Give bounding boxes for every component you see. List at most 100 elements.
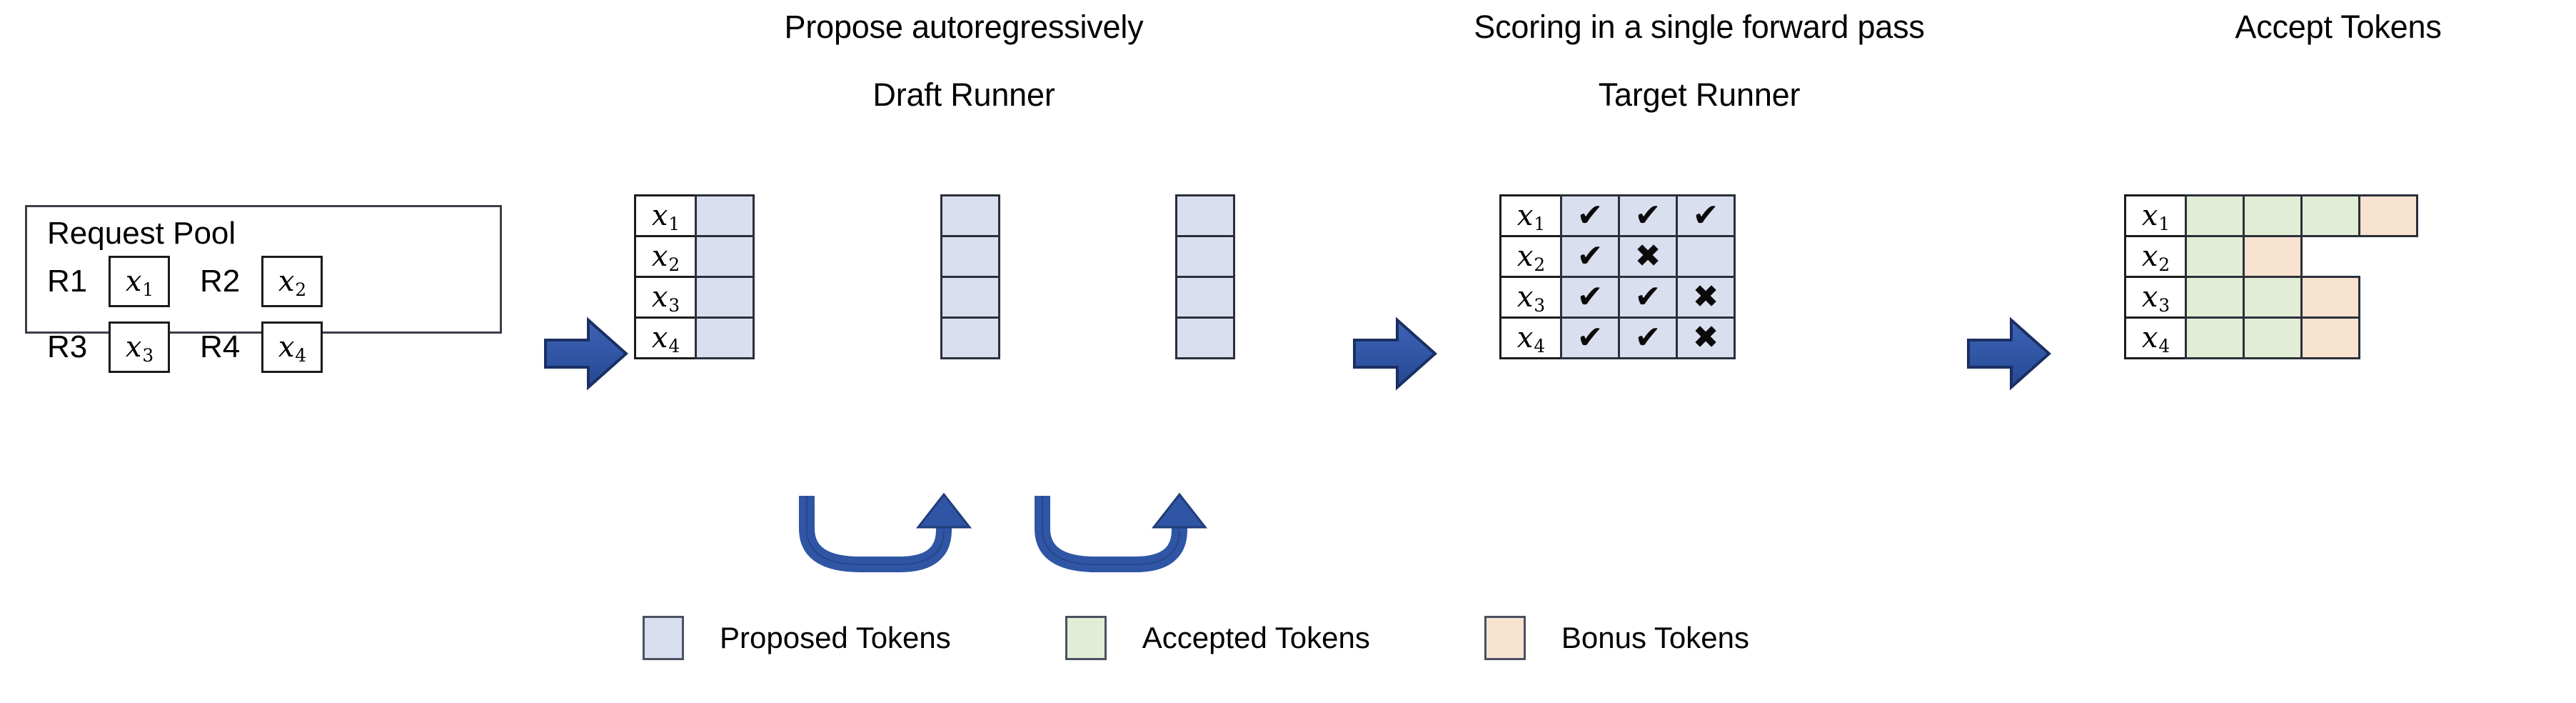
draft-cell-x1-s2[interactable] — [940, 194, 1000, 237]
target-cell-x4-c1[interactable]: ✔ — [1560, 316, 1620, 359]
check-icon: ✔ — [1634, 279, 1661, 315]
target-cell-x3-c1[interactable]: ✔ — [1560, 276, 1620, 319]
accept-cell-x2-c4-empty — [2358, 235, 2418, 278]
draft-runner-step-2 — [940, 194, 1000, 359]
request-token-box-r3: x3 — [109, 321, 170, 373]
token-label-r1: x1 — [125, 265, 154, 300]
target-runner-grid: x1 ✔ ✔ ✔ x2 ✔ ✖ x — [1499, 194, 1736, 359]
accept-cell-x2-c1[interactable] — [2185, 235, 2245, 278]
request-token-box-r4: x4 — [261, 321, 323, 373]
request-entry-r2[interactable]: R2 x2 — [200, 256, 323, 307]
draft-row-x4: x4 — [634, 316, 755, 359]
target-cell-x1-c2[interactable]: ✔ — [1618, 194, 1678, 237]
draft-cell-x3-s1[interactable] — [695, 276, 755, 319]
target-row-label-x2: x2 — [1499, 235, 1562, 278]
draft-row-x2: x2 — [634, 235, 755, 278]
target-row-x3: x3 ✔ ✔ ✖ — [1499, 276, 1736, 319]
request-pool-title: Request Pool — [47, 216, 236, 251]
check-icon: ✔ — [1576, 238, 1604, 274]
target-cell-x1-c3[interactable]: ✔ — [1676, 194, 1736, 237]
draft-cell-x4-s1[interactable] — [695, 316, 755, 359]
accept-cell-x1-c1[interactable] — [2185, 194, 2245, 237]
flow-arrow-draft-to-target — [1353, 314, 1438, 393]
draft-cell-x3-s3[interactable] — [1175, 276, 1235, 319]
accept-cell-x1-c4-bonus[interactable] — [2358, 194, 2418, 237]
target-row-label-x1: x1 — [1499, 194, 1562, 237]
legend-item-accepted-tokens: Accepted Tokens — [1065, 616, 1484, 660]
draft-runner-step-3 — [1175, 194, 1235, 359]
accept-tokens-grid: x1 x2 x3 x4 — [2124, 194, 2418, 359]
check-icon: ✔ — [1576, 319, 1604, 356]
flow-arrow-pool-to-draft — [544, 314, 629, 393]
accept-cell-x3-c1[interactable] — [2185, 276, 2245, 319]
accept-row-x4: x4 — [2124, 316, 2418, 359]
target-row-x4: x4 ✔ ✔ ✖ — [1499, 316, 1736, 359]
draft-cell-x4-s2[interactable] — [940, 316, 1000, 359]
accept-cell-x4-c2[interactable] — [2243, 316, 2303, 359]
accept-row-label-x1: x1 — [2124, 194, 2187, 237]
heading-draft-runner: Draft Runner — [872, 76, 1055, 113]
target-cell-x2-c3[interactable] — [1676, 235, 1736, 278]
target-cell-x4-c2[interactable]: ✔ — [1618, 316, 1678, 359]
target-row-label-x3: x3 — [1499, 276, 1562, 319]
legend: Proposed Tokens Accepted Tokens Bonus To… — [643, 616, 1749, 660]
request-entry-r3[interactable]: R3 x3 — [47, 321, 170, 373]
legend-item-proposed-tokens: Proposed Tokens — [643, 616, 1065, 660]
target-row-x1: x1 ✔ ✔ ✔ — [1499, 194, 1736, 237]
heading-scoring-single-forward-pass: Scoring in a single forward pass — [1474, 9, 1925, 45]
accept-cell-x4-c4-empty — [2358, 316, 2418, 359]
heading-propose-autoregressively: Propose autoregressively — [784, 9, 1144, 45]
draft-cell-x3-s2[interactable] — [940, 276, 1000, 319]
request-id-r2: R2 — [200, 264, 241, 299]
token-label-r2: x2 — [278, 265, 307, 300]
accept-cell-x4-c3-bonus[interactable] — [2300, 316, 2360, 359]
draft-cell-x2-s2[interactable] — [940, 235, 1000, 278]
request-entry-r1[interactable]: R1 x1 — [47, 256, 170, 307]
draft-cell-x2-s1[interactable] — [695, 235, 755, 278]
accept-row-x3: x3 — [2124, 276, 2418, 319]
request-id-r4: R4 — [200, 329, 241, 364]
draft-row-x3: x3 — [634, 276, 755, 319]
accept-row-x1: x1 — [2124, 194, 2418, 237]
request-entry-r4[interactable]: R4 x4 — [200, 321, 323, 373]
draft-cell-x4-s3[interactable] — [1175, 316, 1235, 359]
target-cell-x3-c2[interactable]: ✔ — [1618, 276, 1678, 319]
legend-label-bonus: Bonus Tokens — [1561, 621, 1749, 654]
accept-cell-x1-c3[interactable] — [2300, 194, 2360, 237]
cross-icon: ✖ — [1634, 238, 1661, 274]
request-id-r3: R3 — [47, 329, 88, 364]
flow-arrow-target-to-accept — [1967, 314, 2052, 393]
accept-cell-x4-c1[interactable] — [2185, 316, 2245, 359]
accept-cell-x2-c2-bonus[interactable] — [2243, 235, 2303, 278]
accept-row-label-x2: x2 — [2124, 235, 2187, 278]
request-pool-panel: Request Pool R1 x1 R2 x2 R3 x3 — [25, 205, 502, 373]
draft-row-label-x1: x1 — [634, 194, 697, 237]
target-cell-x2-c1[interactable]: ✔ — [1560, 235, 1620, 278]
legend-swatch-proposed — [643, 616, 684, 660]
draft-row-x1: x1 — [634, 194, 755, 237]
target-cell-x2-c2[interactable]: ✖ — [1618, 235, 1678, 278]
cross-icon: ✖ — [1692, 319, 1719, 356]
request-token-box-r1: x1 — [109, 256, 170, 307]
check-icon: ✔ — [1692, 197, 1719, 234]
token-label-r4: x4 — [278, 331, 307, 366]
accept-cell-x1-c2[interactable] — [2243, 194, 2303, 237]
accept-cell-x3-c3-bonus[interactable] — [2300, 276, 2360, 319]
target-cell-x4-c3[interactable]: ✖ — [1676, 316, 1736, 359]
check-icon: ✔ — [1634, 319, 1661, 356]
target-cell-x1-c1[interactable]: ✔ — [1560, 194, 1620, 237]
accept-cell-x3-c2[interactable] — [2243, 276, 2303, 319]
legend-label-proposed: Proposed Tokens — [720, 621, 951, 654]
accept-cell-x3-c4-empty — [2358, 276, 2418, 319]
accept-row-label-x3: x3 — [2124, 276, 2187, 319]
draft-cell-x1-s1[interactable] — [695, 194, 755, 237]
loop-arrow-step2-to-step3 — [1021, 492, 1235, 586]
draft-cell-x2-s3[interactable] — [1175, 235, 1235, 278]
heading-target-runner: Target Runner — [1598, 76, 1801, 113]
check-icon: ✔ — [1576, 197, 1604, 234]
target-cell-x3-c3[interactable]: ✖ — [1676, 276, 1736, 319]
draft-runner-step-1: x1 x2 x3 x4 — [634, 194, 755, 359]
draft-cell-x1-s3[interactable] — [1175, 194, 1235, 237]
loop-arrow-step1-to-step2 — [785, 492, 1000, 586]
